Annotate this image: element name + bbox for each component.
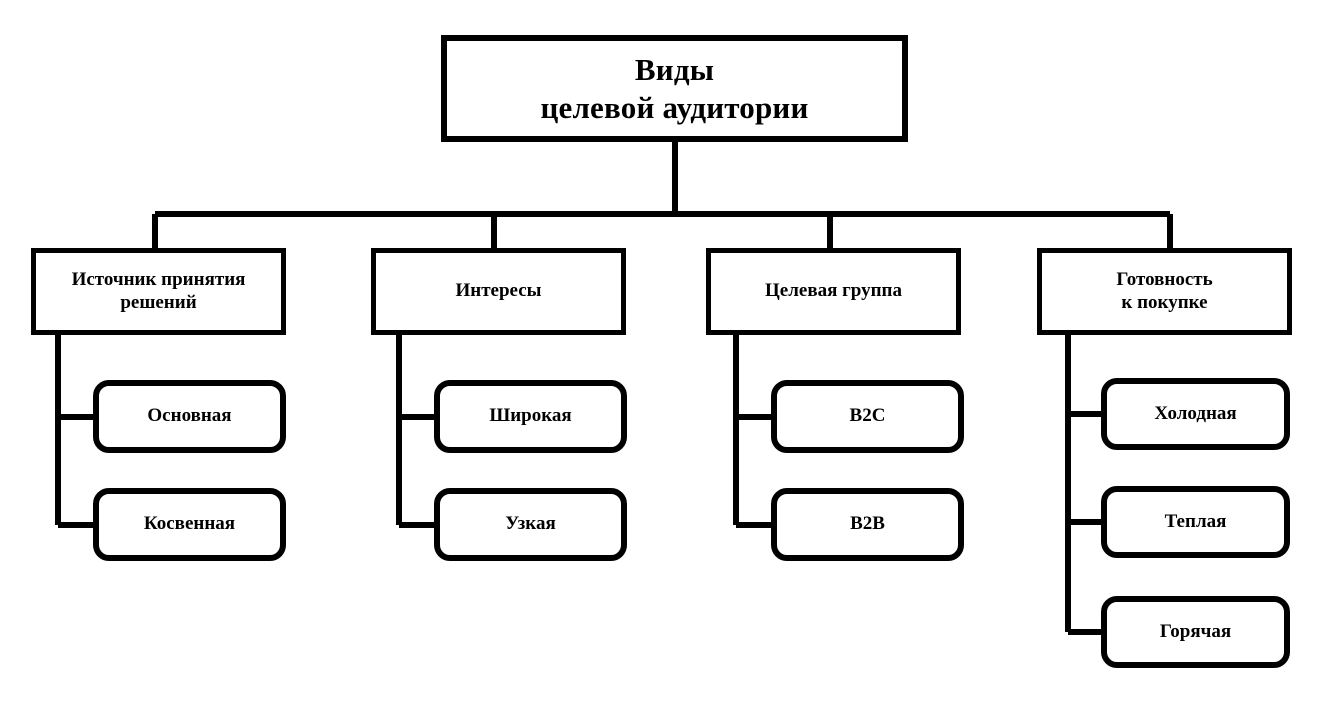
leaf-node-2-1[interactable]: Широкая [434, 380, 627, 453]
leaf-node-3-1[interactable]: B2C [771, 380, 964, 453]
branch-node-2[interactable]: Интересы [371, 248, 626, 335]
leaf-node-1-1[interactable]: Основная [93, 380, 286, 453]
root-node[interactable]: Виды целевой аудитории [441, 35, 908, 142]
leaf-node-1-2[interactable]: Косвенная [93, 488, 286, 561]
branch-node-3[interactable]: Целевая группа [706, 248, 961, 335]
leaf-node-4-2[interactable]: Теплая [1101, 486, 1290, 558]
leaf-node-4-1[interactable]: Холодная [1101, 378, 1290, 450]
branch-node-4[interactable]: Готовность к покупке [1037, 248, 1292, 335]
leaf-node-4-3[interactable]: Горячая [1101, 596, 1290, 668]
branch-node-1[interactable]: Источник принятия решений [31, 248, 286, 335]
leaf-node-3-2[interactable]: B2B [771, 488, 964, 561]
leaf-node-2-2[interactable]: Узкая [434, 488, 627, 561]
